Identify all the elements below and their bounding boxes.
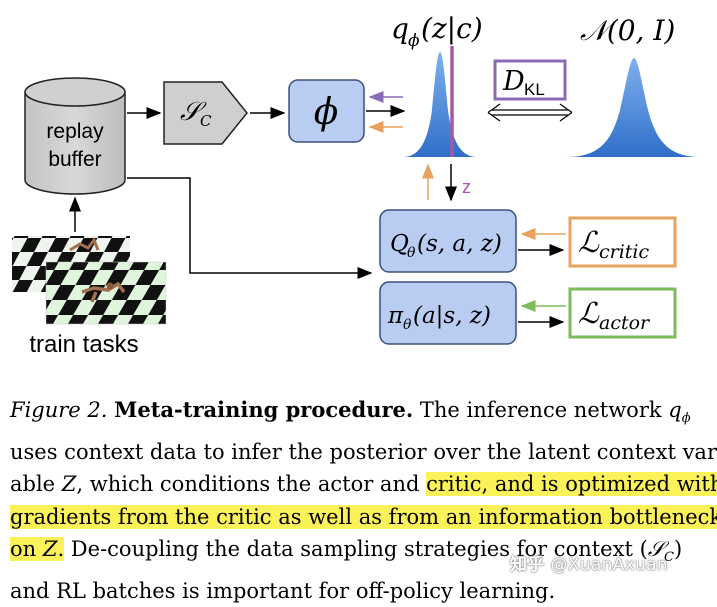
- train-tasks-images: [12, 236, 167, 325]
- actor-loss-sub: actor: [599, 312, 651, 334]
- caption-sampler: 𝒮: [647, 537, 665, 562]
- kl-symbol: D: [502, 66, 525, 97]
- replay-buffer: replay buffer: [24, 77, 126, 195]
- sampler-subscript: C: [200, 112, 212, 130]
- caption-text-3b: , which conditions the actor and: [76, 472, 427, 497]
- watermark-logo: 知乎: [510, 555, 545, 575]
- caption-line-3: able Z, which conditions the actor and c…: [10, 468, 717, 501]
- caption-line-6: and RL batches is important for off-poli…: [10, 578, 556, 603]
- caption-line-5: on Z. De-coupling the data sampling stra…: [10, 533, 710, 575]
- caption-line-4: gradients from the critic as well as fro…: [10, 501, 717, 534]
- caption-q: q: [668, 398, 682, 422]
- context-sampler: 𝒮 C: [163, 81, 248, 145]
- posterior-sub: ϕ: [408, 31, 420, 51]
- prior-gaussian: [567, 58, 700, 157]
- actor-loss: ℒ actor: [568, 287, 677, 339]
- critic-loss: ℒ critic: [568, 216, 677, 268]
- train-tasks-label: train tasks: [29, 331, 138, 358]
- caption-highlight-1: critic, and is optimized with: [426, 472, 717, 497]
- figure-caption: Figure 2. Meta-training procedure. The i…: [10, 394, 717, 607]
- meta-training-diagram: replay buffer train tasks 𝒮 C ϕ q ϕ (z: [12, 12, 700, 358]
- critic-loss-symbol: ℒ: [578, 225, 600, 259]
- caption-text-5c: De-coupling the data sampling strategies…: [64, 537, 648, 562]
- posterior-args: (z|c): [421, 12, 483, 45]
- caption-title: Meta-training procedure.: [114, 397, 414, 422]
- kl-divergence: D KL: [493, 59, 567, 101]
- caption-sampler-sub: C: [664, 550, 674, 566]
- watermark-text: @XuanAxuan: [550, 555, 668, 575]
- watermark: 知乎@XuanAxuan: [510, 550, 668, 575]
- critic-q: Q: [390, 231, 409, 257]
- caption-q-sub: ϕ: [681, 411, 691, 427]
- critic-args: (s, a, z): [417, 231, 502, 257]
- caption-z-2: Z: [42, 537, 58, 562]
- caption-z-1: Z: [61, 472, 77, 497]
- buffer-to-rl-arrow: [127, 177, 373, 279]
- posterior-q: q: [391, 12, 409, 45]
- critic-loss-sub: critic: [599, 241, 650, 263]
- critic-node: Q θ (s, a, z): [379, 209, 517, 273]
- caption-text-5a: on: [10, 537, 43, 562]
- actor-sub: θ: [403, 317, 412, 333]
- z-label: z: [462, 177, 471, 197]
- actor-args: (a|s, z): [413, 303, 491, 329]
- caption-text-1: The inference network: [413, 398, 669, 422]
- caption-text-3a: able: [10, 472, 62, 497]
- critic-sub: θ: [407, 245, 416, 261]
- encoder-node: ϕ: [288, 79, 365, 143]
- caption-text-5d: ): [673, 537, 683, 562]
- kl-subscript: KL: [524, 80, 545, 99]
- caption-line-2: uses context data to infer the posterior…: [10, 439, 717, 464]
- posterior-label: q ϕ (z|c): [391, 12, 483, 51]
- task-image-2: [45, 261, 167, 325]
- actor-node: π θ (a|s, z): [379, 281, 517, 345]
- caption-text-5b: .: [57, 537, 65, 562]
- posterior-gaussian: [403, 46, 477, 157]
- replay-buffer-label-1: replay: [46, 120, 104, 143]
- encoder-symbol: ϕ: [314, 92, 339, 133]
- caption-line-1: Figure 2. Meta-training procedure. The i…: [10, 394, 710, 436]
- replay-buffer-label-2: buffer: [48, 148, 101, 171]
- actor-pi: π: [387, 303, 404, 329]
- figure-label: Figure 2.: [10, 398, 108, 422]
- prior-label: 𝒩(0, I): [580, 14, 675, 47]
- caption-highlight-3: on Z.: [10, 537, 65, 562]
- actor-loss-symbol: ℒ: [578, 296, 600, 330]
- kl-double-arrow: [487, 103, 573, 122]
- caption-highlight-2: gradients from the critic as well as fro…: [10, 504, 717, 529]
